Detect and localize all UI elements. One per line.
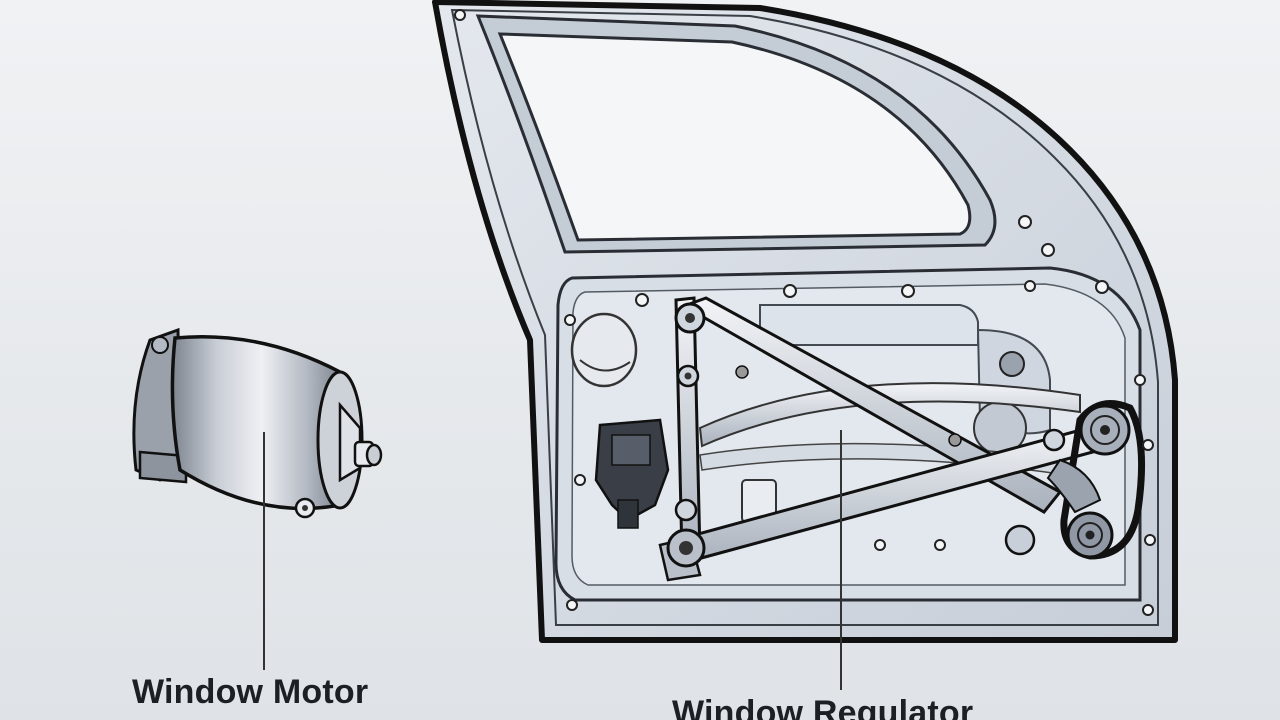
window-opening [475, 14, 997, 254]
window-regulator-label: Window Regulator [672, 694, 974, 720]
door-inner-edge [450, 8, 1159, 626]
door-mounting-bolts [454, 9, 1156, 616]
window-regulator [658, 296, 1146, 582]
lock-actuator [594, 418, 670, 529]
window-motor-label: Window Motor [132, 673, 369, 711]
regulator-drive-drum [1004, 400, 1146, 560]
door-impact-beam [698, 382, 1081, 448]
car-door [432, 0, 1178, 643]
window-motor [132, 327, 383, 519]
regulator-pivots [666, 302, 1066, 568]
